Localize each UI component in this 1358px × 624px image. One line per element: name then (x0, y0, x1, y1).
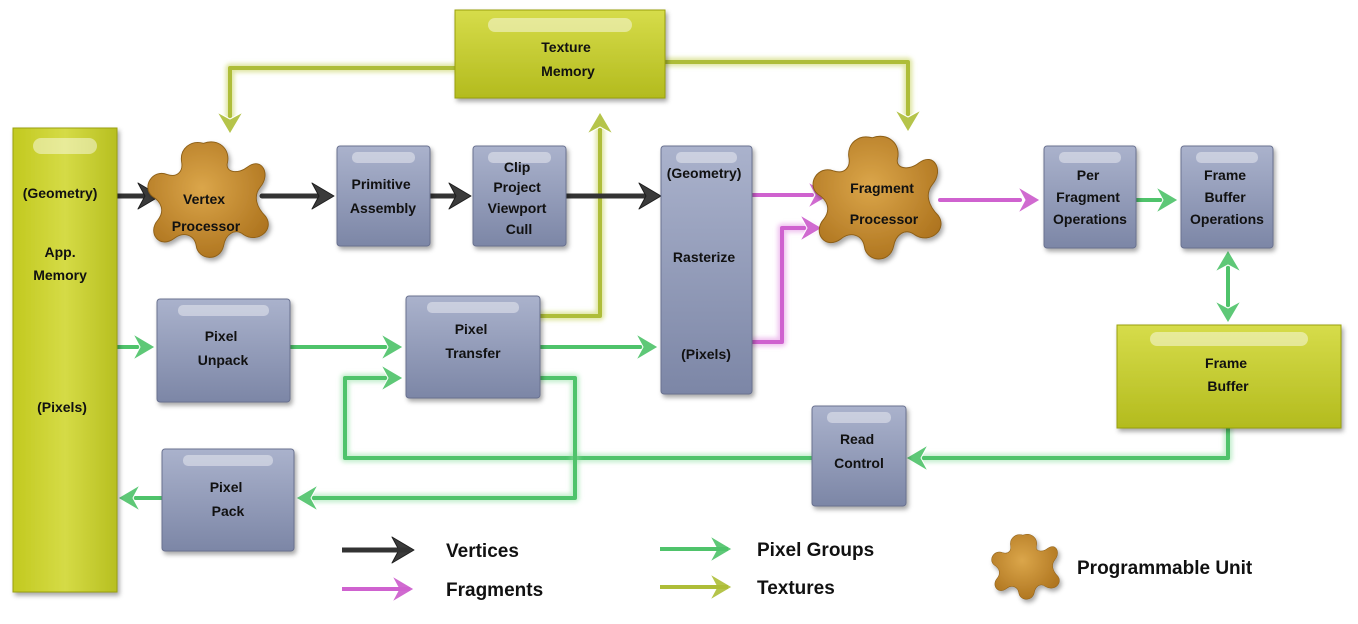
legend-textures: Textures (660, 578, 835, 599)
fragment-arrow-from-pixels (799, 214, 823, 242)
primitive-assembly-box (336, 145, 431, 247)
rasterize-box (660, 145, 753, 395)
app-memory-block (12, 127, 118, 593)
vertex-arrow-to-primitive-assembly (311, 182, 335, 210)
pixel-arrow-to-pixel-transfer (380, 333, 404, 361)
pixel-arrow-down-frame-buffer (1214, 300, 1242, 324)
per-fragment-operations-label: Per Fragment Operations (1053, 167, 1127, 227)
pixel-pack-box (161, 448, 295, 552)
legend-vertices-label: Vertices (446, 541, 519, 562)
texture-memory-block (454, 9, 666, 99)
clip-label: Clip Project Viewport Cull (488, 159, 551, 237)
pixel-arrow-to-read-control (905, 444, 929, 472)
vertex-processor-label: Vertex Processor (172, 191, 241, 234)
fragment-arrow-to-per-fragment (1017, 186, 1041, 214)
pixel-pack-label: Pixel Pack (210, 479, 247, 519)
frame-buffer-operations-label: Frame Buffer Operations (1190, 167, 1264, 227)
pixel-arrow-up-frame-buffer-ops (1214, 249, 1242, 273)
legend-programmable-unit: Programmable Unit (991, 534, 1253, 600)
legend-fragments: Fragments (342, 580, 543, 601)
read-control-label: Read Control (834, 431, 884, 471)
texture-arrow-to-vertex-processor (216, 111, 244, 135)
legend-programmable-unit-label: Programmable Unit (1077, 558, 1253, 579)
pixel-arrow-loop-to-pixel-transfer (380, 364, 404, 392)
legend: Vertices Fragments Pixel Groups Textures… (342, 534, 1253, 601)
rasterize-label: (Geometry) Rasterize (Pixels) (667, 165, 746, 362)
legend-pixel-groups: Pixel Groups (660, 540, 874, 561)
legend-textures-label: Textures (757, 578, 835, 599)
programmable-unit-icon (991, 534, 1060, 600)
fragment-processor-label: Fragment Processor (850, 180, 919, 227)
pixel-arrow-to-rasterize (635, 333, 659, 361)
pixel-arrow-to-pixel-unpack (132, 333, 156, 361)
texture-edges (225, 57, 913, 321)
pixel-transfer-box (405, 295, 541, 399)
frame-buffer-operations-box (1180, 145, 1274, 249)
vertex-arrow-to-clip (448, 182, 472, 210)
clip-box (472, 145, 567, 247)
legend-fragments-label: Fragments (446, 580, 543, 601)
pixel-transfer-label: Pixel Transfer (445, 321, 501, 361)
frame-buffer-block (1116, 324, 1342, 429)
texture-arrow-to-texture-memory (586, 111, 614, 135)
pixel-arrow-to-app-memory (117, 484, 141, 512)
vertex-arrow-to-rasterize (638, 182, 662, 210)
legend-vertices: Vertices (342, 541, 519, 562)
fragment-edges (747, 190, 1025, 347)
read-control-box (811, 405, 907, 507)
texture-arrow-to-fragment-processor (894, 109, 922, 133)
primitive-assembly-label: Primitive Assembly (350, 176, 416, 216)
texture-memory-label: Texture Memory (541, 39, 595, 79)
pixel-unpack-box (156, 298, 291, 403)
fragment-processor-blob (812, 135, 942, 260)
legend-pixel-groups-label: Pixel Groups (757, 540, 874, 561)
per-fragment-operations-box (1043, 145, 1137, 249)
pixel-arrow-to-pixel-pack (295, 484, 319, 512)
pixel-group-edges (112, 195, 1233, 503)
frame-buffer-label: Frame Buffer (1205, 355, 1251, 394)
app-memory-label: (Geometry) App. Memory (Pixels) (23, 185, 102, 415)
pixel-arrow-to-frame-buffer-ops (1155, 186, 1179, 214)
pixel-unpack-label: Pixel Unpack (198, 328, 249, 368)
